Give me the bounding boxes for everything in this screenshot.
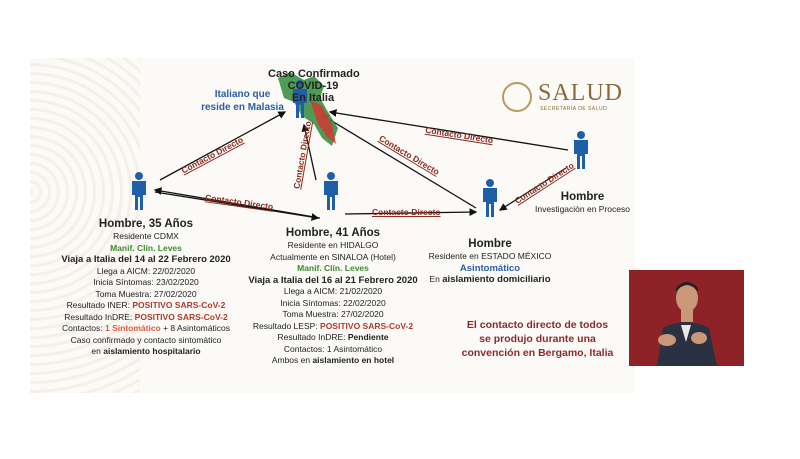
edge-label: Contacto Directo (372, 207, 441, 217)
note-line: El contacto directo de todos (466, 319, 609, 331)
info-line: Residente en HIDALGO (287, 240, 379, 250)
malasia-line: Italiano que (214, 89, 271, 100)
person3-title: Hombre (468, 238, 512, 250)
malasia-line: reside en Malasia (201, 102, 284, 113)
info-line: Asintomático (459, 262, 521, 274)
info-line: Manif. Clín. Leves (297, 263, 369, 273)
result-positive: POSITIVO SARS-CoV-2 (320, 320, 414, 331)
info-line: Manif. Clín. Leves (110, 242, 182, 253)
info-line: Inicia Síntomas: 23/02/2020 (93, 277, 199, 287)
info-line: Toma Muestra: 27/02/2020 (95, 288, 197, 299)
malasia-note: Italiano que reside en Malasia (195, 88, 290, 114)
arrow-p4-center (328, 109, 569, 151)
isolation-status: aislamiento hospitalario (103, 346, 201, 356)
person4-info: Hombre Investigación en Proceso (530, 190, 635, 216)
decorative-pattern (30, 58, 140, 393)
info-line: En (429, 274, 443, 284)
info-line: Inicia Síntomas: 22/02/2020 (280, 297, 386, 308)
info-line: en (91, 346, 104, 356)
result-positive: POSITIVO SARS-CoV-2 (132, 300, 226, 310)
info-line: Caso confirmado y contacto sintomático (70, 334, 222, 345)
arrow-p4-p3 (498, 167, 567, 211)
isolation-status: aislamiento domiciliario (442, 274, 551, 285)
center-subtitle: COVID-19 (287, 80, 339, 92)
center-case: Caso Confirmado COVID-19 En Italia (268, 68, 360, 104)
person-icon (324, 172, 338, 210)
logo-text: SALUD (538, 80, 624, 106)
arrow-p2-p3 (344, 208, 478, 216)
arrow-p3-center (320, 114, 477, 209)
note-line: se produjo durante una (479, 333, 596, 345)
person3-info: Hombre Residente en ESTADO MÉXICO Asinto… (420, 237, 560, 286)
center-title: Caso Confirmado (268, 68, 360, 80)
salud-emblem-icon (502, 82, 532, 112)
info-line: Resultado LESP: (252, 320, 321, 331)
info-line: Viaja a Italia del 14 al 22 Febrero 2020 (61, 254, 231, 265)
info-line: Llega a AICM: 22/02/2020 (96, 265, 196, 276)
note-line: convención en Bergamo, Italia (461, 347, 614, 359)
info-line: Residente en ESTADO MÉXICO (428, 251, 552, 261)
info-line: Ambos en (271, 355, 313, 365)
info-line: Actualmente en SINALOA (Hotel) (270, 251, 396, 262)
center-location: En Italia (291, 92, 335, 104)
person1-title: Hombre, 35 Años (98, 218, 194, 230)
person4-title: Hombre (560, 191, 605, 203)
info-line: Resultado InDRE: (277, 332, 348, 342)
symptomatic-count: 1 Sintomático (105, 323, 161, 333)
logo-subtitle: SECRETARÍA DE SALUD (540, 106, 608, 112)
info-line: Viaja a Italia del 16 al 21 Febrero 2020 (248, 274, 418, 286)
arrow-p1-p2 (154, 191, 320, 221)
info-line: Resultado InDRE: (64, 311, 135, 322)
info-line: Toma Muestra: 27/02/2020 (282, 309, 384, 319)
info-line: + 8 Asintomáticos (160, 323, 230, 333)
person-icon (483, 179, 497, 217)
result-pending: Pendiente (347, 332, 389, 342)
info-line: Investigación en Proceso (535, 204, 630, 214)
person2-info: Hombre, 41 Años Residente en HIDALGO Act… (238, 226, 428, 367)
person2-title: Hombre, 41 Años (285, 227, 381, 239)
info-line: Contactos: 1 Asintomático (283, 343, 383, 354)
interpreter-figure-icon (657, 282, 717, 366)
info-line: Resultado INER: (66, 300, 133, 310)
arrow-p2-center (301, 123, 317, 181)
person-icon (574, 131, 588, 169)
isolation-status: aislamiento en hotel (312, 355, 395, 365)
sign-language-interpreter-video (629, 270, 744, 366)
info-line: Residente CDMX (113, 231, 179, 241)
result-positive: POSITIVO SARS-CoV-2 (134, 311, 228, 322)
person1-info: Hombre, 35 Años Residente CDMX Manif. Cl… (58, 217, 234, 358)
convention-note: El contacto directo de todos se produjo … (450, 318, 625, 360)
arrow-p1-center (159, 111, 287, 181)
person-icon (132, 172, 146, 210)
info-line: Contactos: (62, 323, 106, 333)
info-line: Llega a AICM: 21/02/2020 (283, 286, 383, 296)
person-icon (293, 80, 307, 118)
